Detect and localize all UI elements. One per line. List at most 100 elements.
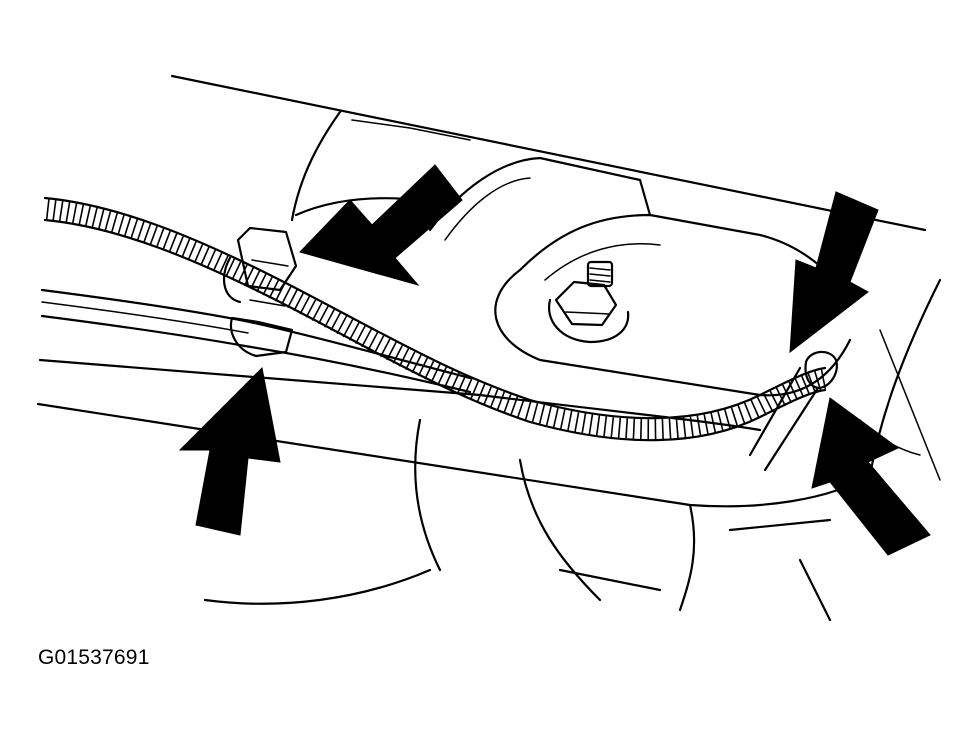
conduit-rib [524,400,532,421]
conduit-rib [317,305,329,325]
conduit-rib [516,398,525,419]
conduit-rib [730,407,739,427]
conduit-rib [482,386,492,406]
conduit-rib [336,315,348,335]
conduit-rib [361,328,373,348]
conduit-rib [354,325,366,344]
conduit-rib [256,273,267,293]
conduit-rib [463,378,473,398]
conduit-rib [78,204,85,225]
conduit-rib [450,372,460,392]
conduit-rib [65,202,71,223]
conduit-rib [717,411,724,431]
conduit-rib [503,394,512,414]
conduit-rib [305,299,317,318]
conduit-rib [610,417,615,438]
conduit-rib [200,246,210,266]
conduit-rib [496,391,506,411]
conduit-rib [187,241,197,261]
conduit-rib [696,415,702,436]
conduit-rib [342,319,354,338]
figure-id-label: G01537691 [38,646,150,669]
conduit-rib [206,249,217,269]
conduit-rib [689,416,694,437]
conduit-rib [174,235,184,256]
conduit-rib [661,418,664,440]
conduit-rib [750,399,761,419]
conduit-rib [287,289,298,309]
conduit-rib [574,412,580,433]
lower-left-clip-arrow [178,366,281,536]
conduit-rib [348,322,360,341]
conduit-rib [424,360,435,380]
conduit-rib [136,221,145,241]
conduit-rib [443,369,454,389]
conduit-rib [545,406,552,427]
conduit-rib [155,228,165,248]
conduit-rib [293,292,304,312]
conduit-rib [417,357,429,377]
conduit-rib [117,214,125,235]
bolt-nut [547,260,630,344]
conduit-rib [168,233,178,253]
conduit-rib [181,238,191,258]
conduit-rib [123,216,132,237]
conduit-rib [373,335,385,354]
conduit-rib [675,418,679,439]
conduit-rib [411,354,422,374]
conduit-rib [218,255,229,275]
conduit-rib [110,212,118,233]
conduit-rib [807,373,816,393]
conduit-rib [405,351,416,370]
conduit-rib [531,402,539,423]
conduit-rib [85,206,91,226]
conduit-rib [231,261,242,281]
conduit-rib [552,407,559,428]
conduit-rib [567,410,573,431]
upper-left-clip-arrow [299,164,463,286]
conduit-rib [763,393,774,413]
conduit-rib [430,363,441,383]
conduit-rib [668,418,672,439]
conduit-rib [243,267,255,287]
conduit-rib [143,223,152,243]
conduit-rib [437,366,448,386]
conduit-rib [262,276,273,296]
conduit-rib [559,409,566,430]
conduit-rib [104,211,112,231]
conduit-rib [45,199,50,220]
conduit-rib [476,383,486,403]
conduit-rib [595,415,601,436]
conduit-rib [509,396,519,416]
conduit-rib [781,384,793,404]
right-retaining-clip [748,350,838,472]
conduit-rib [130,219,139,239]
lower-right-clip-arrow [811,397,931,556]
conduit-rib [299,296,311,315]
brake-lines [40,288,472,394]
mounting-bracket [428,156,852,397]
conduit-rib [367,332,379,351]
conduit-rib [72,203,78,224]
left-retaining-clip [222,226,298,358]
conduit-rib [710,412,717,433]
conduit-rib [280,286,292,305]
conduit-rib [193,244,204,264]
conduit-rib [756,396,768,416]
conduit-rib [324,309,335,328]
conduit-rib [386,341,397,361]
conduit-rib [794,378,805,398]
conduit-rib [682,417,687,438]
conduit-rib [98,209,105,230]
conduit-rib [311,302,323,321]
conduit-rib [237,264,248,284]
conduit-rib [724,409,731,430]
conduit-rib [538,404,546,425]
conduit-rib [330,312,342,331]
conduit-rib [398,348,410,367]
conduit-rib [775,387,787,407]
conduit-rib [737,405,746,425]
upper-right-clip-arrow [789,191,879,354]
conduit-rib [469,381,480,401]
conduit-rib [625,418,629,439]
